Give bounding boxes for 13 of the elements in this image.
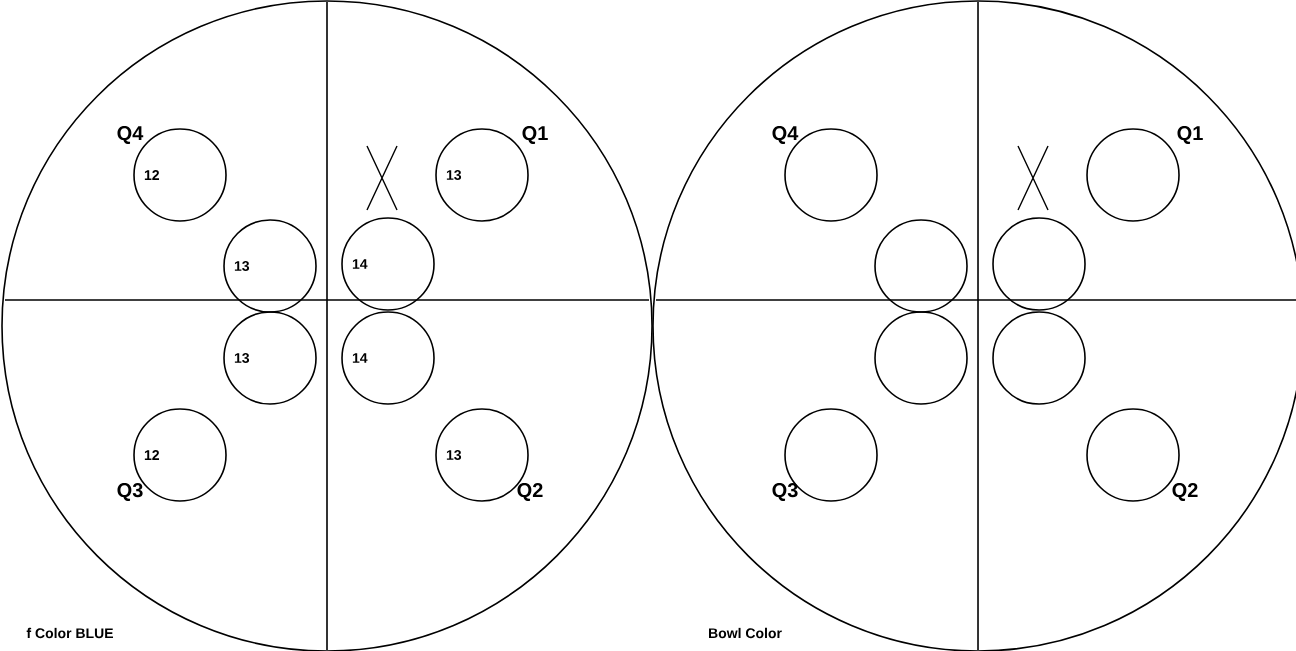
quadrant-label: Q2 bbox=[1172, 483, 1198, 501]
cup-circle bbox=[992, 217, 1086, 311]
quadrant-label: Q4 bbox=[772, 126, 799, 144]
quadrant-label: Q3 bbox=[772, 483, 798, 501]
quadrant-label: Q3 bbox=[117, 483, 143, 501]
color-label: Bowl Color bbox=[709, 627, 782, 639]
quadrant-label: Q1 bbox=[1177, 126, 1203, 144]
color-label: f Color BLUE bbox=[26, 627, 113, 639]
quadrant-label: Q4 bbox=[117, 126, 144, 144]
cup-circle bbox=[992, 311, 1086, 405]
quadrant-label: Q2 bbox=[517, 483, 543, 501]
cup-circle bbox=[874, 311, 968, 405]
cup-circle bbox=[874, 219, 968, 313]
